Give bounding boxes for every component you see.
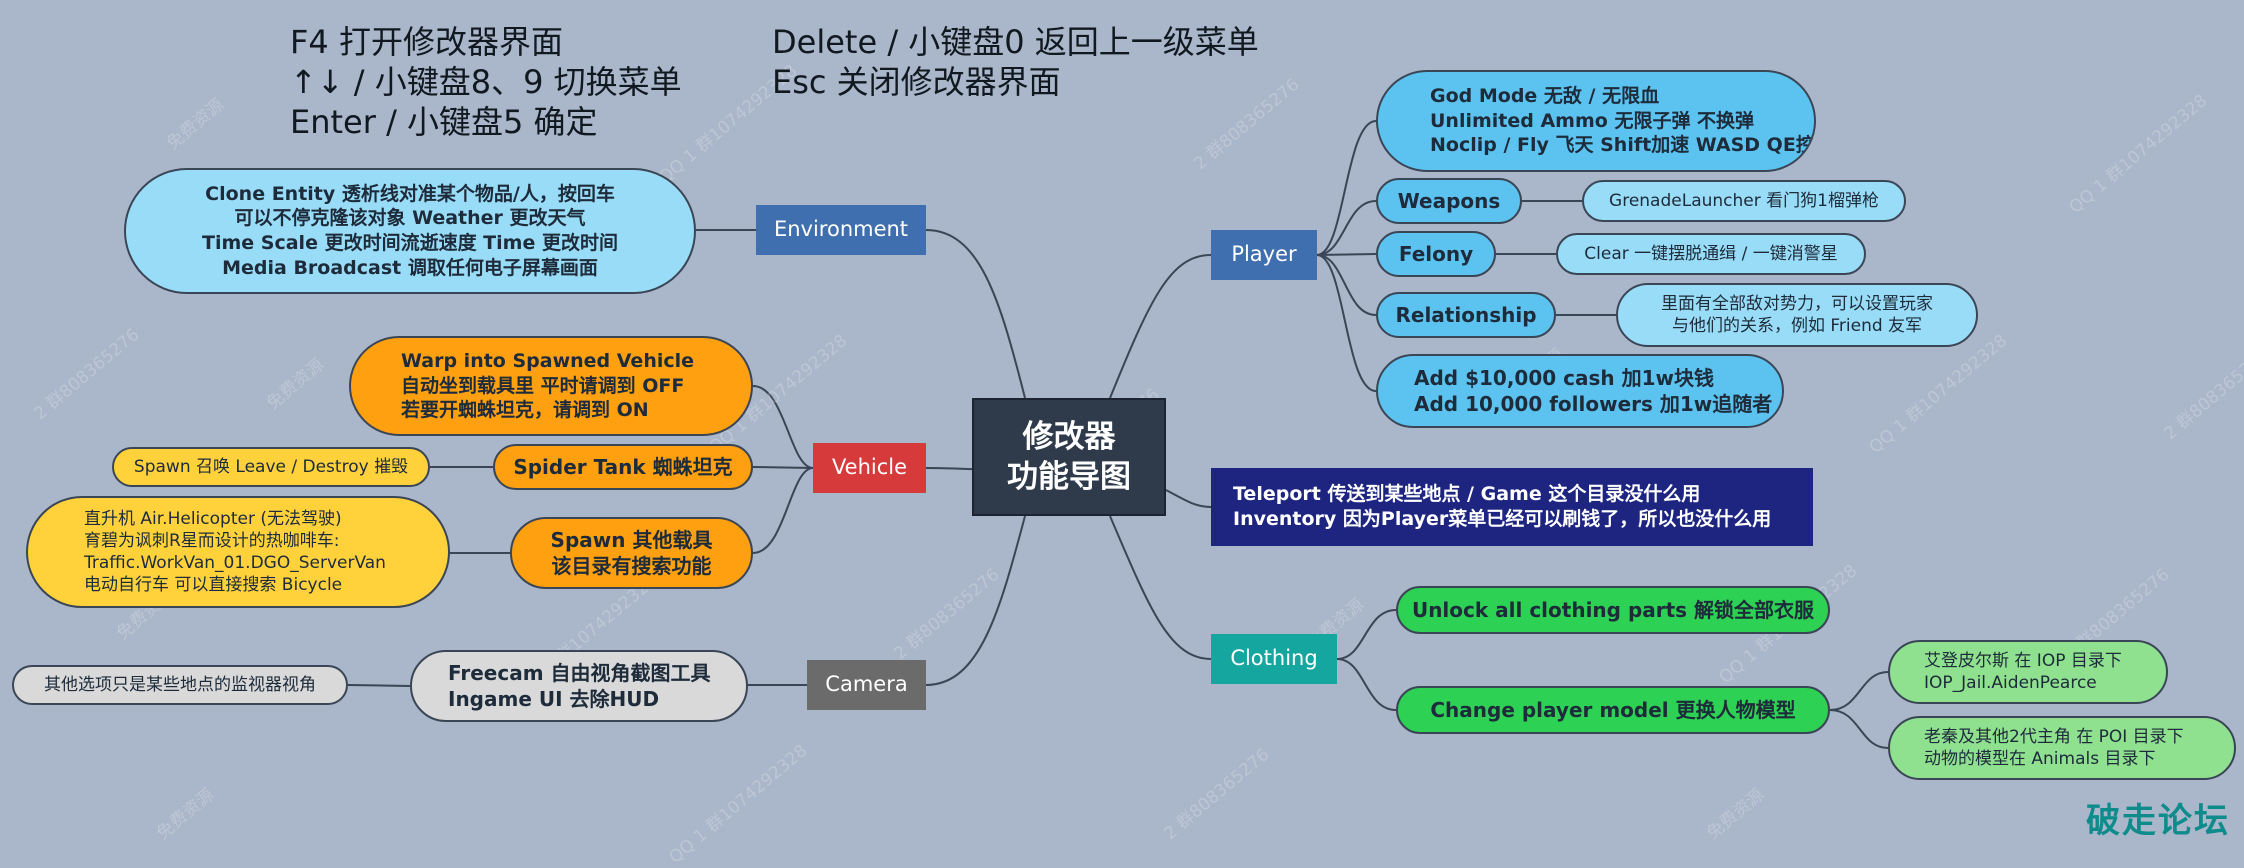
player-add-cash-line-2: Add 10,000 followers 加1w追随者: [1414, 392, 1773, 416]
player-relationship-note-line-2: 与他们的关系，例如 Friend 友军: [1671, 316, 1923, 336]
connector-line: [1336, 658, 1397, 711]
clothing-change-model-label: Change player model 更换人物模型: [1430, 698, 1796, 722]
player-weapons[interactable]: Weapons: [1376, 178, 1522, 224]
vehicle-spider-tank[interactable]: Spider Tank 蜘蛛坦克: [493, 444, 753, 490]
connector-line: [752, 467, 814, 554]
player-add-cash[interactable]: Add $10,000 cash 加1w块钱 Add 10,000 follow…: [1376, 354, 1784, 428]
shortcut-delete: Delete / 小键盘0 返回上一级菜单: [772, 23, 1259, 61]
teleport-inventory[interactable]: Teleport 传送到某些地点 / Game 这个目录没什么用 Invento…: [1211, 468, 1813, 546]
camera-note[interactable]: 其他选项只是某些地点的监视器视角: [12, 665, 348, 705]
branch-player-label: Player: [1231, 242, 1297, 267]
player-weapons-note-label: GrenadeLauncher 看门狗1榴弹枪: [1609, 190, 1879, 211]
connector-line: [1109, 515, 1212, 660]
vehicle-spawn-note-line-1: 直升机 Air.Helicopter (无法驾驶): [84, 508, 342, 529]
player-relationship-label: Relationship: [1395, 303, 1537, 327]
connector-line: [925, 515, 1026, 686]
connector-line: [1316, 254, 1377, 392]
branch-clothing-label: Clothing: [1230, 646, 1318, 671]
camera-detail-line-2: Ingame UI 去除HUD: [448, 687, 660, 711]
connector-line: [1316, 253, 1377, 256]
central-topic-line-1: 修改器: [1022, 418, 1116, 455]
branch-vehicle[interactable]: Vehicle: [813, 443, 926, 493]
environment-detail-line-4: Media Broadcast 调取任何电子屏幕画面: [222, 256, 598, 279]
connector-line: [1829, 709, 1889, 749]
vehicle-spawn-other[interactable]: Spawn 其他载具 该目录有搜索功能: [510, 517, 753, 589]
teleport-line-2: Inventory 因为Player菜单已经可以刷钱了，所以也没什么用: [1233, 508, 1772, 530]
vehicle-spider-note[interactable]: Spawn 召唤 Leave / Destroy 摧毁: [112, 447, 430, 487]
connector-line: [752, 385, 814, 469]
vehicle-warp-line-2: 自动坐到载具里 平时请调到 OFF: [401, 374, 685, 397]
player-god-line-2: Unlimited Ammo 无限子弹 不换弹: [1430, 109, 1755, 132]
forum-brand-logo: 破走论坛: [2086, 801, 2230, 841]
player-relationship[interactable]: Relationship: [1376, 292, 1556, 338]
vehicle-spawn-note[interactable]: 直升机 Air.Helicopter (无法驾驶) 育碧为讽刺R星而设计的热咖啡…: [26, 496, 450, 608]
player-god-line-3: Noclip / Fly 飞天 Shift加速 WASD QE控方向: [1430, 134, 1816, 157]
player-felony-note-label: Clear 一键摆脱通缉 / 一键消警星: [1584, 243, 1838, 264]
player-felony-note[interactable]: Clear 一键摆脱通缉 / 一键消警星: [1556, 233, 1866, 275]
shortcuts-left: F4 打开修改器界面 ↑↓ / 小键盘8、9 切换菜单 Enter / 小键盘5…: [290, 22, 682, 142]
branch-camera-label: Camera: [825, 672, 908, 697]
environment-detail-line-2: 可以不停克隆该对象 Weather 更改天气: [234, 207, 586, 230]
camera-note-label: 其他选项只是某些地点的监视器视角: [44, 674, 316, 695]
connector-line: [752, 466, 814, 469]
environment-detail-line-3: Time Scale 更改时间流逝速度 Time 更改时间: [202, 232, 618, 254]
player-relationship-note[interactable]: 里面有全部敌对势力，可以设置玩家 与他们的关系，例如 Friend 友军: [1616, 283, 1978, 347]
vehicle-warp-line-1: Warp into Spawned Vehicle: [401, 349, 695, 372]
camera-detail-line-1: Freecam 自由视角截图工具: [448, 661, 711, 685]
player-felony-label: Felony: [1398, 242, 1474, 266]
player-god-line-1: God Mode 无敌 / 无限血: [1430, 84, 1660, 107]
clothing-note-aiden-line-2: IOP_Jail.AidenPearce: [1924, 673, 2097, 693]
environment-detail-line-1: Clone Entity 透析线对准某个物品/人，按回车: [205, 182, 615, 205]
connector-line: [1109, 254, 1212, 399]
player-relationship-note-line-1: 里面有全部敌对势力，可以设置玩家: [1661, 293, 1933, 314]
shortcut-esc: Esc 关闭修改器界面: [772, 63, 1061, 101]
vehicle-spawn-line-2: 该目录有搜索功能: [551, 554, 712, 578]
connector-line: [1316, 254, 1377, 316]
shortcut-enter: Enter / 小键盘5 确定: [290, 103, 598, 141]
shortcuts-right: Delete / 小键盘0 返回上一级菜单 Esc 关闭修改器界面: [772, 22, 1259, 102]
player-weapons-note[interactable]: GrenadeLauncher 看门狗1榴弹枪: [1582, 180, 1906, 222]
clothing-note-poi-line-2: 动物的模型在 Animals 目录下: [1924, 749, 2156, 769]
vehicle-warp-line-3: 若要开蜘蛛坦克，请调到 ON: [401, 399, 649, 422]
connector-line: [1829, 671, 1889, 711]
vehicle-spawn-note-line-3: Traffic.WorkVan_01.DGO_ServerVan: [84, 553, 386, 573]
clothing-note-poi[interactable]: 老秦及其他2代主角 在 POI 目录下 动物的模型在 Animals 目录下: [1888, 716, 2236, 780]
player-weapons-label: Weapons: [1397, 189, 1501, 213]
vehicle-spawn-line-1: Spawn 其他载具: [550, 528, 713, 552]
branch-environment[interactable]: Environment: [756, 205, 926, 255]
clothing-note-poi-line-1: 老秦及其他2代主角 在 POI 目录下: [1924, 726, 2184, 747]
shortcut-f4: F4 打开修改器界面: [290, 23, 563, 61]
teleport-line-1: Teleport 传送到某些地点 / Game 这个目录没什么用: [1233, 483, 1701, 506]
branch-player[interactable]: Player: [1211, 230, 1317, 280]
clothing-change-model[interactable]: Change player model 更换人物模型: [1396, 686, 1830, 734]
branch-camera[interactable]: Camera: [807, 660, 926, 710]
branch-environment-label: Environment: [773, 217, 909, 242]
vehicle-spawn-note-line-4: 电动自行车 可以直接搜索 Bicycle: [84, 575, 343, 596]
clothing-unlock[interactable]: Unlock all clothing parts 解锁全部衣服: [1396, 586, 1830, 634]
connector-line: [1165, 489, 1212, 508]
clothing-note-aiden-line-1: 艾登皮尔斯 在 IOP 目录下: [1924, 650, 2122, 671]
vehicle-spider-tank-label: Spider Tank 蜘蛛坦克: [513, 455, 733, 479]
connector-line: [1336, 609, 1397, 660]
vehicle-warp[interactable]: Warp into Spawned Vehicle 自动坐到载具里 平时请调到 …: [349, 336, 753, 436]
player-add-cash-line-1: Add $10,000 cash 加1w块钱: [1414, 366, 1714, 390]
clothing-note-aiden[interactable]: 艾登皮尔斯 在 IOP 目录下 IOP_Jail.AidenPearce: [1888, 640, 2168, 704]
connector-line: [1316, 200, 1377, 256]
connector-line: [1316, 120, 1377, 256]
central-topic[interactable]: 修改器 功能导图: [972, 398, 1166, 516]
vehicle-spider-note-label: Spawn 召唤 Leave / Destroy 摧毁: [133, 456, 409, 477]
environment-detail[interactable]: Clone Entity 透析线对准某个物品/人，按回车 可以不停克隆该对象 W…: [124, 168, 696, 294]
central-topic-line-2: 功能导图: [1007, 459, 1131, 495]
player-god-mode[interactable]: God Mode 无敌 / 无限血 Unlimited Ammo 无限子弹 不换…: [1376, 70, 1816, 172]
shortcut-switch: ↑↓ / 小键盘8、9 切换菜单: [290, 63, 682, 101]
connector-line: [347, 684, 411, 687]
branch-clothing[interactable]: Clothing: [1211, 634, 1337, 684]
clothing-unlock-label: Unlock all clothing parts 解锁全部衣服: [1411, 598, 1815, 622]
branch-vehicle-label: Vehicle: [831, 455, 908, 480]
connector-line: [925, 229, 1026, 399]
camera-detail[interactable]: Freecam 自由视角截图工具 Ingame UI 去除HUD: [410, 650, 748, 722]
connector-lines: [347, 120, 1889, 749]
player-felony[interactable]: Felony: [1376, 231, 1496, 277]
vehicle-spawn-note-line-2: 育碧为讽刺R星而设计的热咖啡车:: [84, 530, 340, 551]
